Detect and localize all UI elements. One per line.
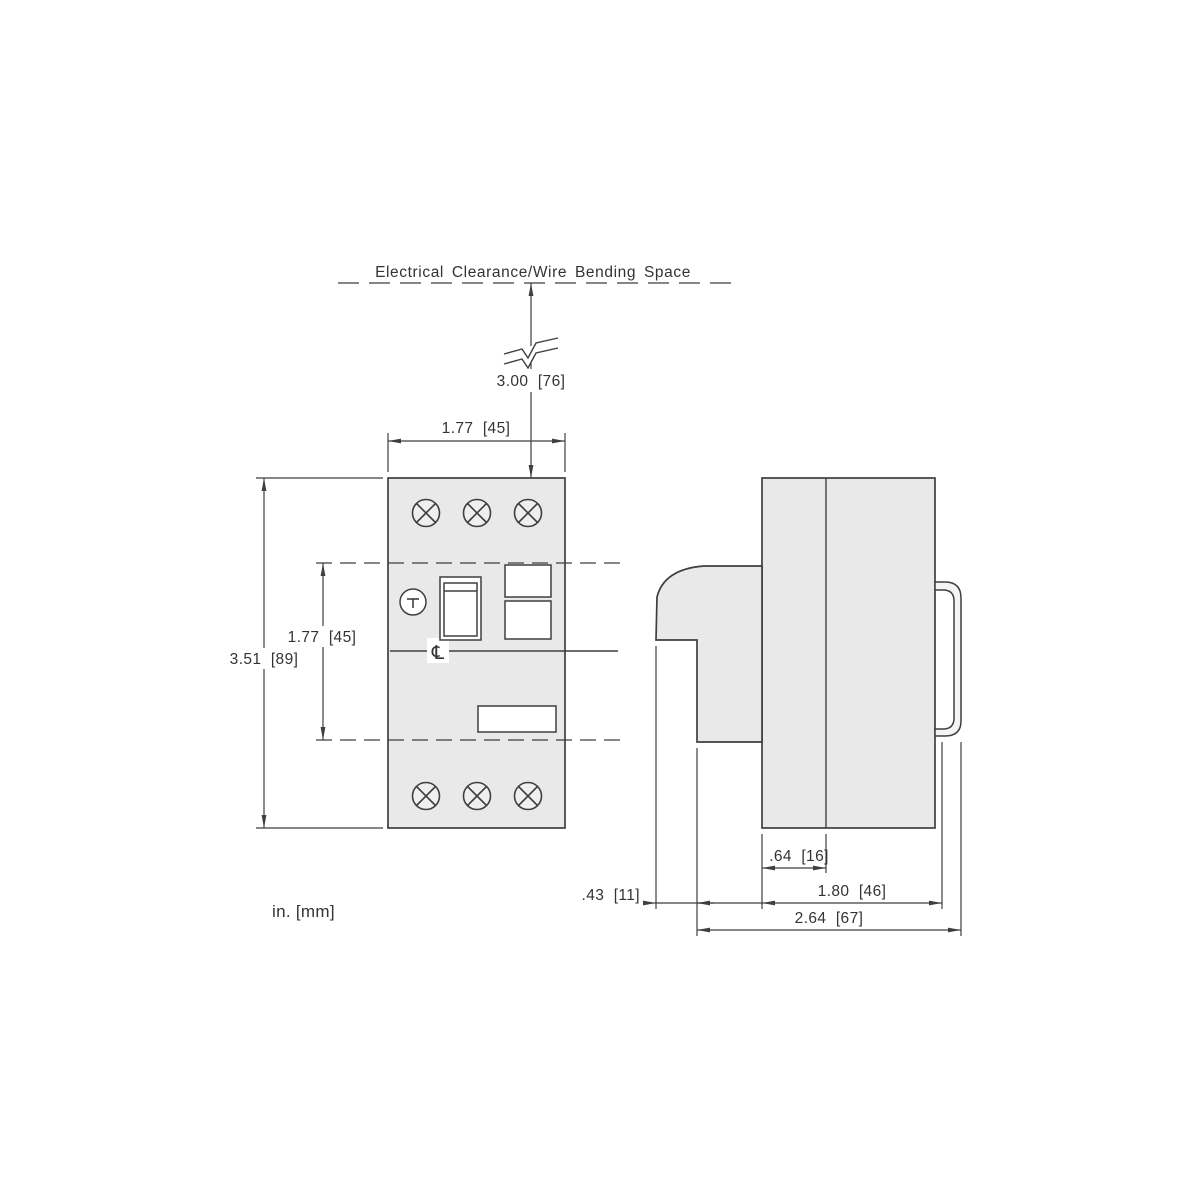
- rail-depth-dim-text: 1.80 [46]: [818, 883, 887, 900]
- bottom-terminal-screw-2: [462, 781, 492, 811]
- width-dim-text: 1.77 [45]: [442, 420, 511, 437]
- side-view: [655, 477, 962, 829]
- rating-label-plate: [477, 705, 557, 733]
- front-view-dimensions: 1.77 [45] 3.51 [89] 1.77 [45]: [226, 420, 566, 829]
- operator-zone-dim-mask: [285, 626, 360, 647]
- height-dim-text: 3.51 [89]: [230, 651, 299, 668]
- top-terminal-screw-2: [462, 498, 492, 528]
- rocker-switch: [439, 576, 482, 641]
- overall-depth-dim-text: 2.64 [67]: [795, 910, 864, 927]
- side-front-protrusion: [655, 565, 763, 743]
- break-symbol-line-1: [503, 337, 559, 360]
- clearance-label: Electrical Clearance/Wire Bending Space: [375, 264, 691, 281]
- centerline-symbol-mask: [427, 638, 449, 663]
- units-label: in. [mm]: [272, 902, 335, 921]
- break-symbol-line-2: [503, 347, 559, 370]
- reset-button: [399, 588, 427, 616]
- top-terminal-screw-1: [411, 498, 441, 528]
- front-view: ℄: [316, 477, 621, 829]
- operator-zone-dim-text: 1.77 [45]: [288, 629, 357, 646]
- side-view-dimensions: .64 [16] .43 [11] 1.80 [46] 2.64 [67]: [582, 646, 962, 936]
- clearance-dim-text: 3.00 [76]: [497, 373, 566, 390]
- centerline-symbol: ℄: [431, 642, 445, 664]
- side-body: [761, 477, 936, 829]
- clearance-zone: Electrical Clearance/Wire Bending Space …: [338, 264, 731, 478]
- top-terminal-screw-3: [513, 498, 543, 528]
- front-body: [387, 477, 566, 829]
- height-dim-mask: [226, 648, 303, 669]
- bottom-terminal-screw-1: [411, 781, 441, 811]
- indicator-window: [504, 564, 552, 640]
- front-depth-dim-text: .64 [16]: [769, 848, 829, 865]
- clearance-dim-mask: [492, 369, 570, 392]
- din-rail-clip: [934, 581, 962, 737]
- bottom-terminal-screw-3: [513, 781, 543, 811]
- handle-depth-dim-text: .43 [11]: [582, 887, 640, 904]
